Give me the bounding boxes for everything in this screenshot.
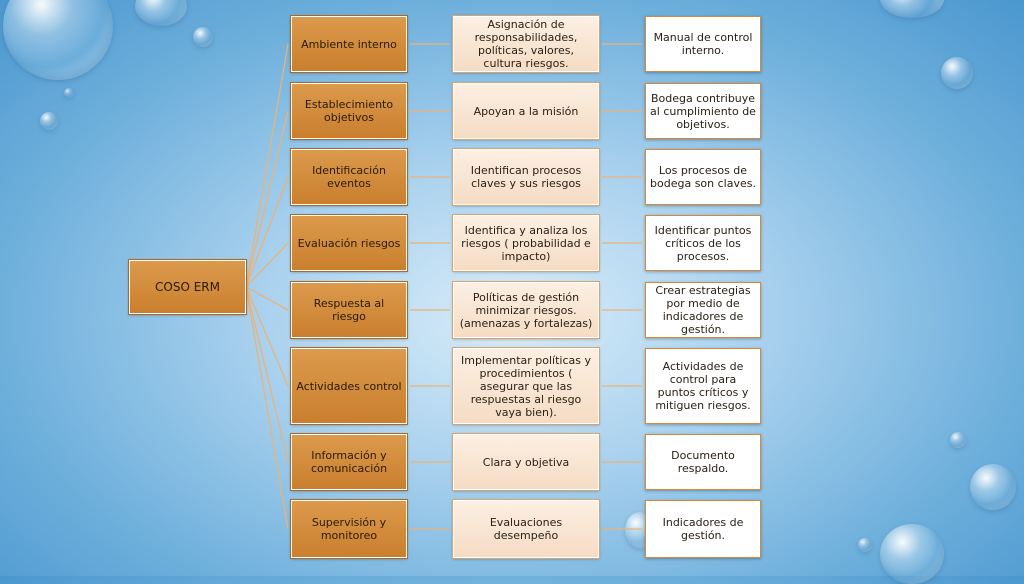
description-label: Evaluaciones desempeño xyxy=(489,516,563,542)
description-ambiente-interno: Asignación de responsabilidades, polític… xyxy=(452,15,600,73)
component-supervision-monitoreo: Supervisión y monitoreo xyxy=(290,499,408,559)
application-label: Los procesos de bodega son claves. xyxy=(650,164,756,190)
bubble-decoration xyxy=(193,27,213,47)
application-identificacion-eventos: Los procesos de bodega son claves. xyxy=(645,149,761,205)
component-label: Identificación eventos xyxy=(312,164,386,190)
component-identificacion-eventos: Identificación eventos xyxy=(290,148,408,206)
description-supervision-monitoreo: Evaluaciones desempeño xyxy=(452,499,600,559)
application-label: Documento respaldo. xyxy=(671,449,735,475)
root-to-component-connector xyxy=(245,286,289,311)
root-to-component-connector xyxy=(245,242,289,288)
root-to-component-connector xyxy=(245,176,289,288)
application-label: Crear estrategias por medio de indicador… xyxy=(655,284,751,336)
root-to-component-connector xyxy=(245,286,289,387)
description-respuesta-al-riesgo: Políticas de gestión minimizar riesgos. … xyxy=(452,281,600,339)
component-label: Respuesta al riesgo xyxy=(313,297,385,323)
root-node: COSO ERM xyxy=(128,259,247,315)
application-label: Identificar puntos críticos de los proce… xyxy=(654,223,752,263)
root-label: COSO ERM xyxy=(155,279,220,294)
root-to-component-connector xyxy=(245,286,289,463)
description-informacion-comunicacion: Clara y objetiva xyxy=(452,433,600,491)
component-actividades-control: Actividades control xyxy=(290,347,408,425)
bubble-decoration xyxy=(941,57,973,89)
bubble-decoration xyxy=(40,112,58,130)
description-label: Identifican procesos claves y sus riesgo… xyxy=(470,164,582,190)
application-label: Manual de control interno. xyxy=(653,31,753,57)
root-to-component-connector xyxy=(245,286,289,530)
description-label: Implementar políticas y procedimientos (… xyxy=(460,353,591,419)
bubble-decoration xyxy=(858,538,872,552)
component-informacion-comunicacion: Información y comunicación xyxy=(290,433,408,491)
bubble-decoration xyxy=(880,524,944,584)
application-label: Actividades de control para puntos críti… xyxy=(655,360,751,412)
description-evaluacion-riesgos: Identifica y analiza los riesgos ( proba… xyxy=(452,214,600,272)
description-label: Políticas de gestión minimizar riesgos. … xyxy=(459,290,593,330)
component-label: Ambiente interno xyxy=(301,37,397,51)
component-ambiente-interno: Ambiente interno xyxy=(290,15,408,73)
application-actividades-control: Actividades de control para puntos críti… xyxy=(645,348,761,424)
component-label: Información y comunicación xyxy=(310,449,388,475)
description-label: Clara y objetiva xyxy=(482,455,570,469)
application-establecimiento-objetivos: Bodega contribuye al cumplimiento de obj… xyxy=(645,83,761,139)
description-label: Identifica y analiza los riesgos ( proba… xyxy=(461,223,591,263)
bubble-decoration xyxy=(970,464,1016,510)
application-respuesta-al-riesgo: Crear estrategias por medio de indicador… xyxy=(645,282,761,338)
root-to-component-connector xyxy=(245,43,289,288)
bubble-decoration xyxy=(950,432,966,448)
description-label: Apoyan a la misión xyxy=(473,104,579,118)
component-label: Supervisión y monitoreo xyxy=(311,516,387,542)
component-label: Establecimiento objetivos xyxy=(304,98,394,124)
description-actividades-control: Implementar políticas y procedimientos (… xyxy=(452,347,600,425)
application-label: Indicadores de gestión. xyxy=(662,516,744,542)
root-to-component-connector xyxy=(245,110,289,288)
bubble-decoration xyxy=(64,88,74,98)
component-label: Actividades control xyxy=(296,379,402,393)
component-label: Evaluación riesgos xyxy=(297,236,401,250)
description-label: Asignación de responsabilidades, polític… xyxy=(474,18,578,70)
application-evaluacion-riesgos: Identificar puntos críticos de los proce… xyxy=(645,215,761,271)
component-establecimiento-objetivos: Establecimiento objetivos xyxy=(290,82,408,140)
description-identificacion-eventos: Identifican procesos claves y sus riesgo… xyxy=(452,148,600,206)
application-informacion-comunicacion: Documento respaldo. xyxy=(645,434,761,490)
application-label: Bodega contribuye al cumplimiento de obj… xyxy=(650,91,756,131)
bubble-decoration xyxy=(880,0,944,18)
description-establecimiento-objetivos: Apoyan a la misión xyxy=(452,82,600,140)
application-ambiente-interno: Manual de control interno. xyxy=(645,16,761,72)
application-supervision-monitoreo: Indicadores de gestión. xyxy=(645,500,761,558)
component-respuesta-al-riesgo: Respuesta al riesgo xyxy=(290,281,408,339)
component-evaluacion-riesgos: Evaluación riesgos xyxy=(290,214,408,272)
